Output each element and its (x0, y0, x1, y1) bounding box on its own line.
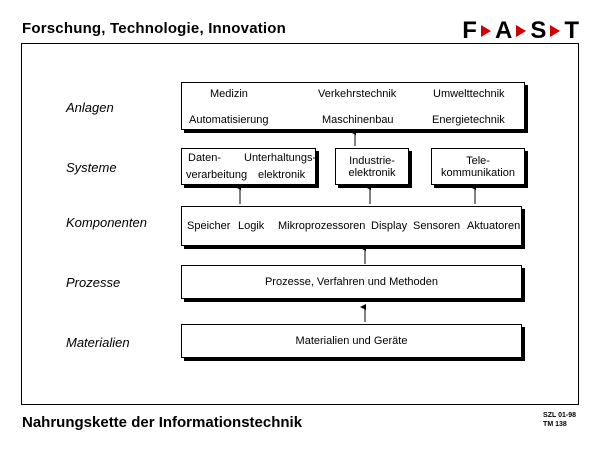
level-label-systeme: Systeme (66, 160, 117, 175)
materialien-label: Materialien und Geräte (295, 335, 408, 347)
systeme-box3-line1: Tele- (466, 154, 490, 167)
anlagen-item-energietechnik: Energietechnik (432, 114, 505, 126)
logo-letter-s: S (530, 17, 548, 44)
document-code-2: TM 138 (543, 421, 567, 428)
komponenten-item-sensoren: Sensoren (413, 220, 461, 232)
systeme-box1-line1-right: Unterhaltungs- (244, 152, 317, 164)
box-systeme-industrieelektronik: Industrie- elektronik (335, 148, 409, 185)
systeme-box3-line2: kommunikation (441, 166, 515, 179)
level-label-komponenten: Komponenten (66, 215, 147, 230)
komponenten-item-logik: Logik (238, 220, 265, 232)
anlagen-item-verkehrstechnik: Verkehrstechnik (318, 88, 397, 100)
systeme-box1-line2-right: elektronik (258, 169, 306, 181)
box-systeme-telekommunikation: Tele- kommunikation (431, 148, 525, 185)
fast-logo: F A S T (462, 18, 580, 44)
logo-letter-f: F (462, 17, 478, 44)
page-title: Forschung, Technologie, Innovation (22, 20, 287, 37)
document-code-1: SZL 01-98 (543, 412, 576, 419)
komponenten-item-speicher: Speicher (187, 220, 231, 232)
level-label-prozesse: Prozesse (66, 275, 121, 290)
logo-letter-a: A (494, 17, 514, 44)
komponenten-item-aktuatoren: Aktuatoren (467, 220, 521, 232)
logo-letter-t: T (564, 17, 580, 44)
box-komponenten: Speicher Logik Mikroprozessoren Display … (181, 206, 522, 246)
systeme-box1-line2-left: verarbeitung (186, 169, 248, 181)
anlagen-item-maschinenbau: Maschinenbau (322, 114, 394, 126)
anlagen-item-medizin: Medizin (210, 88, 248, 100)
level-label-materialien: Materialien (66, 335, 130, 350)
logo-arrow-icon (550, 25, 561, 37)
komponenten-item-mikroprozessoren: Mikroprozessoren (278, 220, 366, 232)
anlagen-item-automatisierung: Automatisierung (189, 114, 269, 126)
box-materialien: Materialien und Geräte (181, 324, 522, 358)
komponenten-item-display: Display (371, 220, 408, 232)
systeme-box2-line1: Industrie- (349, 154, 395, 167)
systeme-box1-line1-left: Daten- (188, 152, 222, 164)
diagram-frame (21, 43, 579, 405)
document-codes: SZL 01-98 TM 138 (543, 411, 576, 429)
anlagen-item-umwelttechnik: Umwelttechnik (433, 88, 505, 100)
systeme-box2-line2: elektronik (348, 166, 396, 179)
box-prozesse: Prozesse, Verfahren und Methoden (181, 265, 522, 299)
prozesse-label: Prozesse, Verfahren und Methoden (264, 276, 439, 288)
logo-arrow-icon (516, 25, 527, 37)
level-label-anlagen: Anlagen (66, 100, 114, 115)
box-systeme-datenverarbeitung: Daten- Unterhaltungs- verarbeitung elekt… (181, 148, 316, 185)
footer-title: Nahrungskette der Informationstechnik (22, 414, 303, 431)
logo-arrow-icon (480, 25, 491, 37)
box-anlagen: Medizin Verkehrstechnik Umwelttechnik Au… (181, 82, 525, 130)
